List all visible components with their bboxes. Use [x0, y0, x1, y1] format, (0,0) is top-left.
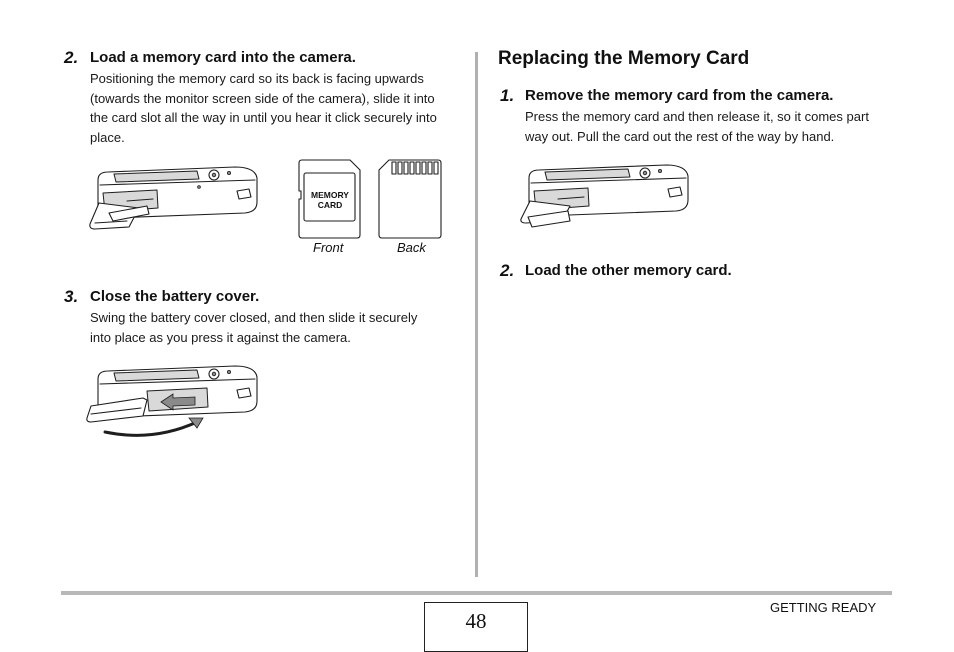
strap-loop [236, 387, 252, 399]
battery-cover-edge [94, 220, 128, 224]
camera-close-cover-illustration [86, 365, 258, 437]
replace-step-1-body-line: Press the memory card and then release i… [525, 109, 869, 124]
camera-top-edge [530, 177, 687, 184]
card-label-area [303, 172, 356, 222]
control-button [211, 371, 217, 377]
strap-loop [667, 186, 683, 198]
card-contact [433, 161, 439, 175]
camera-remove-card-illustration [520, 164, 689, 228]
memory-card [108, 205, 150, 222]
card-contact [427, 161, 433, 175]
monitor-screen [113, 170, 200, 183]
camera-top-edge [99, 179, 256, 186]
card-slot [557, 196, 585, 200]
small-button [226, 369, 231, 374]
step-3-body-line: into place as you press it against the c… [90, 329, 351, 345]
section-label: GETTING READY [770, 600, 877, 615]
memory-card-back-illustration [378, 159, 442, 239]
card-front-outline [298, 159, 361, 239]
battery-cover-edge [90, 407, 142, 415]
camera-top-edge [99, 378, 256, 385]
battery-cover-open [86, 397, 148, 423]
step-3-number: 3. [64, 287, 79, 306]
card-contacts [391, 161, 439, 175]
section-heading: Replacing the Memory Card [498, 48, 750, 69]
memory-card [527, 210, 571, 228]
replace-step-1-body-line: way out. Pull the card out the rest of t… [525, 128, 835, 144]
card-front-caption: Front [313, 240, 344, 255]
camera-insert-card-illustration [89, 166, 258, 230]
step-2-body-line: the card slot all the way in until you h… [90, 110, 437, 125]
card-contact [403, 161, 409, 175]
card-contact [397, 161, 403, 175]
control-button [642, 170, 648, 176]
footer-rule [61, 591, 892, 595]
card-slot [126, 198, 154, 202]
curved-arrowhead-icon [188, 417, 204, 429]
card-contact [391, 161, 397, 175]
replace-step-2-number: 2. [500, 261, 515, 280]
small-button [657, 168, 662, 173]
replace-step-1-body: Press the memory card and then release i… [525, 107, 869, 146]
column-divider [475, 52, 478, 577]
monitor-screen [113, 369, 200, 382]
card-contact [409, 161, 415, 175]
control-button [211, 172, 217, 178]
card-contact [415, 161, 421, 175]
replace-step-2-title: Load the other memory card. [525, 262, 732, 279]
card-label-line-2: CARD [318, 200, 343, 210]
replace-step-1-number: 1. [500, 86, 515, 105]
step-2-body: Positioning the memory card so its back … [90, 69, 437, 147]
card-label-line-1: MEMORY [311, 190, 349, 200]
small-button [226, 170, 231, 175]
step-2-body-line: Positioning the memory card so its back … [90, 71, 424, 86]
step-3-title: Close the battery cover. [90, 288, 260, 305]
page-number: 48 [465, 609, 487, 633]
step-2-number: 2. [64, 48, 79, 67]
strap-loop [236, 188, 252, 200]
page-number-box: 48 [424, 602, 528, 652]
step-2-title: Load a memory card into the camera. [90, 49, 356, 66]
curved-arrow-icon [103, 420, 199, 437]
slide-arrow-icon [160, 393, 196, 411]
card-contact [421, 161, 427, 175]
card-back-outline [378, 159, 442, 239]
step-2-body-line: (towards the monitor screen side of the … [90, 90, 435, 106]
replace-step-1-title: Remove the memory card from the camera. [525, 87, 834, 104]
card-back-caption: Back [397, 240, 426, 255]
step-2-body-line: place. [90, 129, 125, 145]
monitor-screen [544, 168, 631, 181]
step-3-body: Swing the battery cover closed, and then… [90, 308, 417, 347]
step-3-body-line: Swing the battery cover closed, and then… [90, 310, 418, 325]
small-button [197, 185, 201, 189]
memory-card-front-illustration: MEMORY CARD [298, 159, 361, 239]
